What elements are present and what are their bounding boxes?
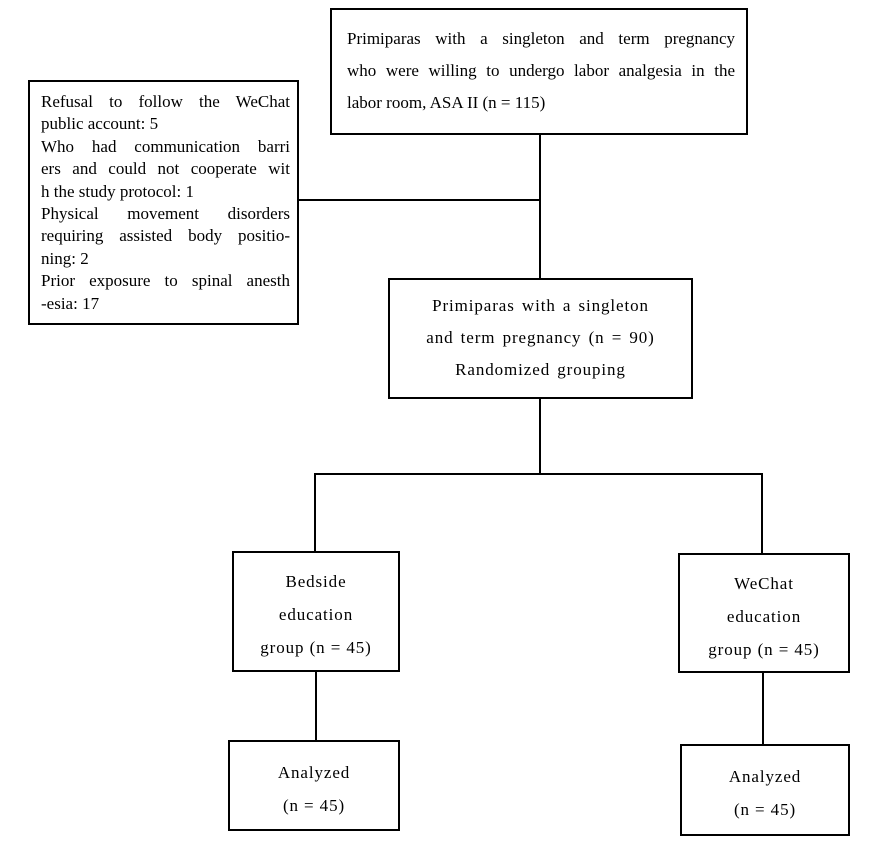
connector-randomization-drop	[539, 399, 541, 474]
exclusions-box: Refusal to follow the WeChat public accou…	[28, 80, 299, 325]
text-line: -esia: 17	[41, 293, 100, 313]
text-line: public account: 5	[41, 114, 159, 134]
text-line: Primiparas with a singleton	[432, 296, 649, 315]
text-line: Who had communication barri	[41, 136, 290, 156]
text-line: Analyzed	[277, 763, 351, 782]
connector-to-wechat-group	[761, 473, 763, 554]
text-line: ning: 2	[41, 248, 89, 268]
text-line: labor room, ASA II (n = 115)	[347, 93, 546, 112]
text-line: h the study protocol: 1	[41, 181, 194, 201]
text-line: who were willing to undergo labor analge…	[347, 61, 735, 80]
wechat-analyzed-box: Analyzed (n = 45)	[680, 744, 850, 836]
text-line: Refusal to follow the WeChat	[41, 92, 290, 111]
text-line: Analyzed	[728, 767, 802, 786]
text-line: (n = 45)	[282, 796, 346, 815]
text-line: Randomized grouping	[455, 360, 626, 379]
enrollment-box: Primiparas with a singleton and term pre…	[330, 8, 748, 135]
randomization-box: Primiparas with a singleton and term preg…	[388, 278, 693, 399]
connector-bedside-to-analyzed	[315, 672, 317, 740]
bedside-analyzed-box: Analyzed (n = 45)	[228, 740, 400, 831]
text-line: Bedside	[285, 572, 347, 591]
text-line: group (n = 45)	[260, 638, 372, 657]
text-line: education	[726, 607, 802, 626]
text-line: group (n = 45)	[708, 640, 820, 659]
text-line: Prior exposure to spinal anesth	[41, 271, 290, 291]
connector-exclusions-branch	[299, 199, 541, 201]
text-line: Physical movement disorders	[41, 204, 290, 224]
connector-split-bar	[314, 473, 763, 475]
bedside-group-box: Bedside education group (n = 45)	[232, 551, 400, 672]
text-line: requiring assisted body positio-	[41, 226, 290, 246]
text-line: WeChat	[734, 574, 794, 593]
connector-enrollment-to-randomization	[539, 135, 541, 278]
text-line: (n = 45)	[733, 800, 797, 819]
text-line: and term pregnancy (n = 90)	[426, 328, 655, 347]
text-line: education	[278, 605, 354, 624]
text-line: Primiparas with a singleton and term pre…	[347, 29, 735, 48]
text-line: ers and could not cooperate wit	[41, 159, 290, 179]
wechat-group-box: WeChat education group (n = 45)	[678, 553, 850, 673]
connector-to-bedside-group	[314, 473, 316, 552]
connector-wechat-to-analyzed	[762, 673, 764, 744]
